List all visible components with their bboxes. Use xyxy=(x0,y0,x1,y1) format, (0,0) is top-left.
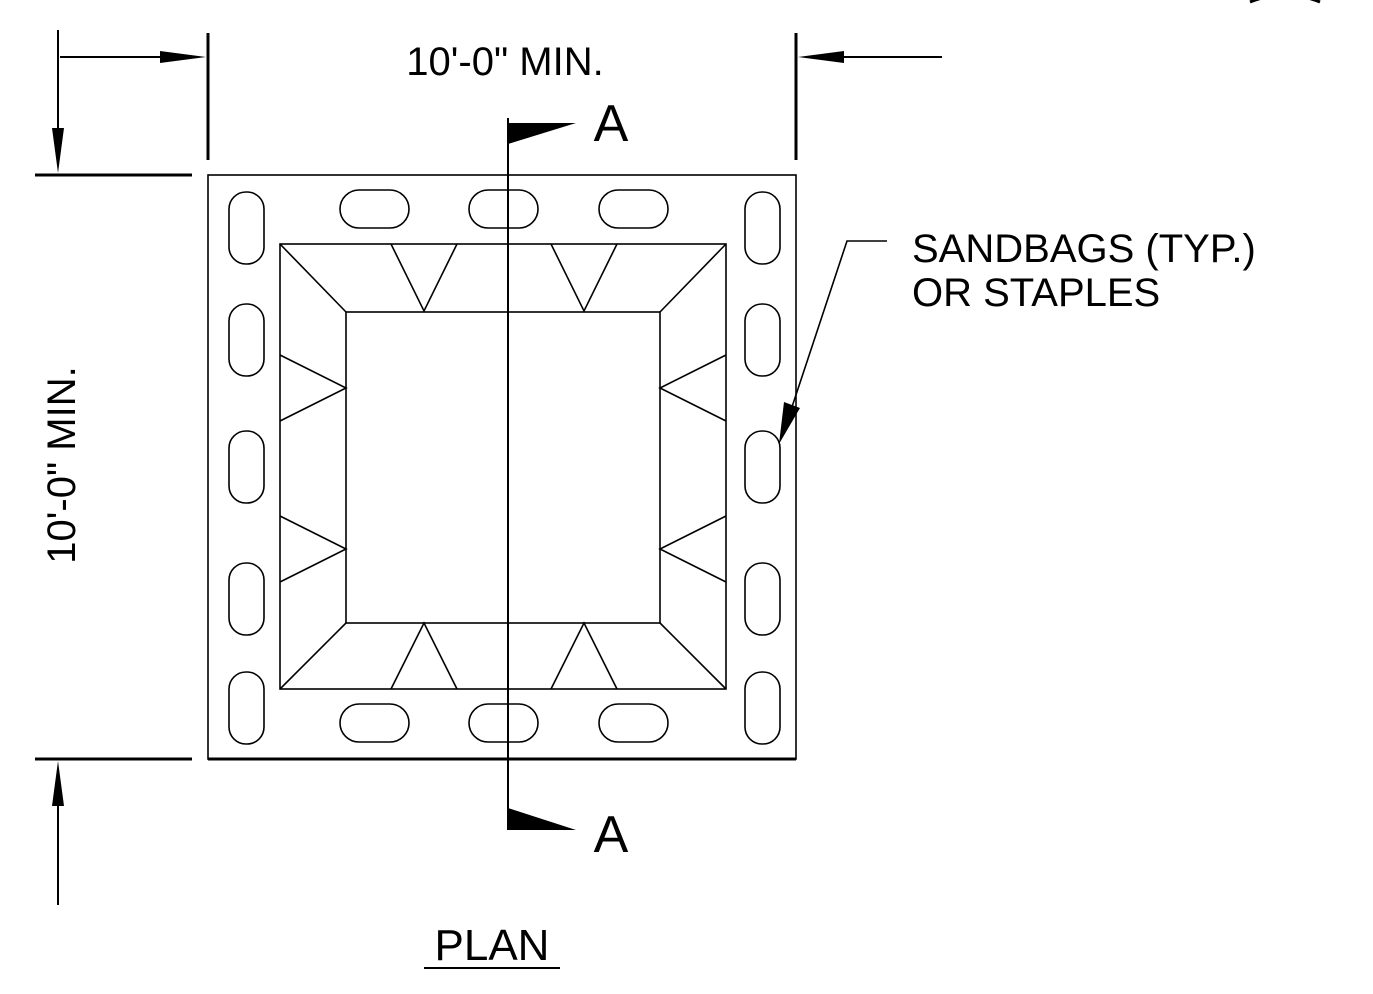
corner-seam-bottom-left xyxy=(279,622,347,690)
arrowhead-up-icon xyxy=(52,761,64,806)
sandbag-top-2 xyxy=(468,189,539,229)
fold-left-1 xyxy=(279,354,348,422)
fold-bottom-2 xyxy=(550,621,618,690)
fabric-folds xyxy=(279,243,727,690)
sandbag-left-4 xyxy=(228,562,265,636)
corner-seam-top-right xyxy=(659,243,727,313)
fold-left-2 xyxy=(279,515,348,583)
fold-bottom-1 xyxy=(390,621,458,690)
fold-right-2 xyxy=(658,515,727,583)
fold-top-1 xyxy=(390,243,458,313)
sandbag-right-2 xyxy=(744,303,781,377)
arrowhead-down-icon xyxy=(52,128,64,173)
plan-frame xyxy=(207,174,797,761)
sandbag-callout: SANDBAGS (TYP.) OR STAPLES xyxy=(779,227,1256,444)
view-title-text: PLAN xyxy=(435,921,550,970)
sandbag-top-3 xyxy=(598,189,669,229)
sandbag-top-1 xyxy=(339,189,410,229)
sandbag-bottom-3 xyxy=(598,703,669,743)
leader-line xyxy=(784,240,887,429)
width-dimension: 10'-0" MIN. xyxy=(60,33,942,160)
sandbag-bottom-1 xyxy=(339,703,410,743)
inlet-opening xyxy=(345,311,661,624)
callout-line-1: SANDBAGS (TYP.) xyxy=(912,227,1256,271)
width-dimension-label: 10'-0" MIN. xyxy=(406,40,603,84)
sandbag-left-2 xyxy=(228,303,265,377)
corner-seam-bottom-right xyxy=(659,622,727,690)
section-flag-bottom-icon xyxy=(508,808,576,830)
fold-right-1 xyxy=(658,354,727,422)
sandbag-left-1 xyxy=(228,191,265,265)
leader-arrowhead-icon xyxy=(779,402,800,444)
sandbags xyxy=(228,189,781,745)
fold-top-2 xyxy=(550,243,618,313)
section-flag-top-icon xyxy=(508,123,576,144)
sandbag-right-3 xyxy=(744,430,781,504)
sandbag-right-4 xyxy=(744,562,781,636)
sandbag-right-5 xyxy=(744,671,781,745)
arrowhead-right-icon xyxy=(160,51,206,63)
section-cut-a: A A xyxy=(507,95,629,864)
filter-fabric-outer-edge xyxy=(279,243,727,690)
sandbag-right-1 xyxy=(744,191,781,265)
view-title: PLAN xyxy=(424,921,560,970)
sandbag-left-5 xyxy=(228,671,265,745)
section-label-top: A xyxy=(594,95,629,153)
height-dimension-label: 10'-0" MIN. xyxy=(40,366,84,563)
height-dimension: 10'-0" MIN. xyxy=(35,30,192,905)
sandbag-bottom-2 xyxy=(468,703,539,743)
cropped-title-fragment xyxy=(1249,0,1321,4)
corner-seam-top-left xyxy=(279,243,347,313)
section-label-bottom: A xyxy=(594,806,629,864)
callout-line-2: OR STAPLES xyxy=(912,271,1160,315)
arrowhead-left-icon xyxy=(798,51,844,63)
sandbag-left-3 xyxy=(228,430,265,504)
